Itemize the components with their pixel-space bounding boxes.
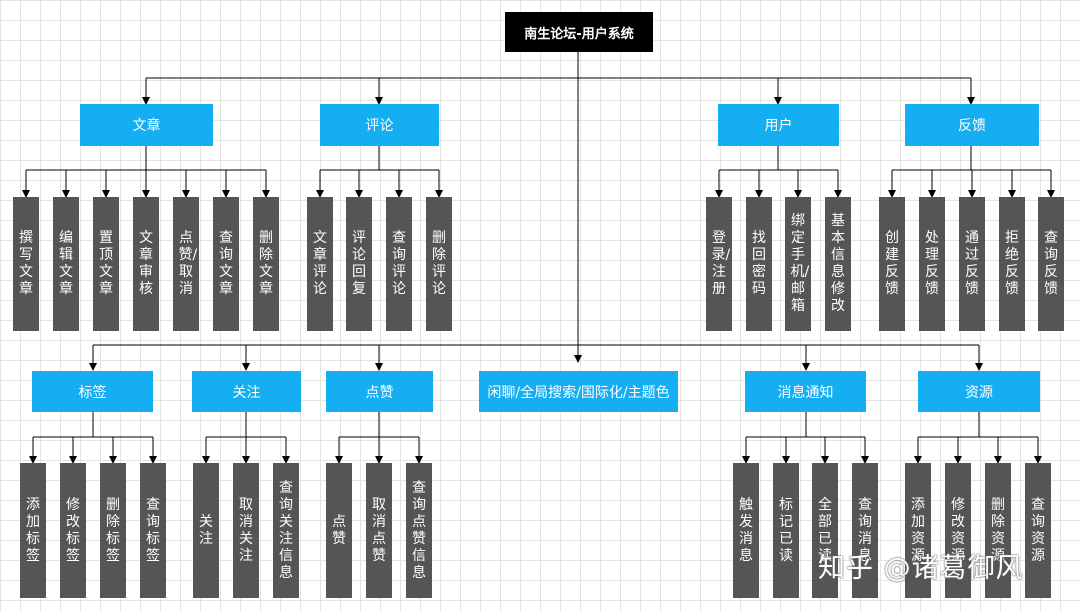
node-label: 删除资源: [991, 496, 1005, 564]
node-label: 查询资源: [1031, 496, 1045, 564]
node-label: 查询标签: [146, 496, 160, 564]
leaf-node: 查询标签: [140, 463, 166, 598]
node-label: 查询反馈: [1044, 230, 1058, 297]
category-node: 闲聊/全局搜索/国际化/主题色: [479, 371, 678, 412]
node-label: 触发消息: [739, 496, 753, 564]
node-label: 查询关注信息: [279, 479, 293, 581]
leaf-node: 全部已读: [812, 463, 838, 598]
leaf-node: 拒绝反馈: [999, 197, 1025, 331]
leaf-node: 添加资源: [905, 463, 931, 598]
leaf-node: 查询评论: [386, 197, 412, 331]
leaf-node: 文章评论: [307, 197, 333, 331]
leaf-node: 修改标签: [60, 463, 86, 598]
category-node: 资源: [918, 371, 1040, 412]
node-label: 编辑文章: [59, 230, 73, 297]
leaf-node: 删除文章: [253, 197, 279, 331]
node-label: 取消关注: [239, 496, 253, 564]
node-label: 修改标签: [66, 496, 80, 564]
node-label: 查询文章: [219, 230, 233, 297]
node-label: 点赞/取消: [178, 230, 198, 297]
leaf-node: 登录/注册: [706, 197, 732, 331]
leaf-node: 创建反馈: [879, 197, 905, 331]
node-label: 查询评论: [392, 230, 406, 297]
leaf-node: 查询反馈: [1038, 197, 1064, 331]
node-label: 创建反馈: [885, 230, 899, 297]
node-label: 删除评论: [432, 230, 446, 297]
leaf-node: 触发消息: [733, 463, 759, 598]
category-node: 消息通知: [745, 371, 866, 412]
node-label: 处理反馈: [925, 230, 939, 297]
category-node: 关注: [192, 371, 301, 412]
leaf-node: 查询消息: [852, 463, 878, 598]
leaf-node: 文章审核: [133, 197, 159, 331]
category-node: 反馈: [905, 104, 1039, 146]
leaf-node: 删除评论: [426, 197, 452, 331]
node-label: 撰写文章: [19, 230, 33, 297]
leaf-node: 取消点赞: [366, 463, 392, 598]
leaf-node: 找回密码: [746, 197, 772, 331]
node-label: 绑定手机/邮箱: [790, 213, 810, 314]
node-label: 全部已读: [818, 496, 832, 564]
leaf-node: 查询点赞信息: [406, 463, 432, 598]
leaf-node: 查询关注信息: [273, 463, 299, 598]
node-label: 关注: [199, 513, 213, 547]
node-label: 文章评论: [313, 230, 327, 297]
leaf-node: 点赞: [326, 463, 352, 598]
leaf-node: 基本信息修改: [825, 197, 851, 331]
leaf-node: 通过反馈: [959, 197, 985, 331]
leaf-node: 查询文章: [213, 197, 239, 331]
node-label: 文章审核: [139, 230, 153, 297]
node-label: 取消点赞: [372, 496, 386, 564]
leaf-node: 取消关注: [233, 463, 259, 598]
leaf-node: 查询资源: [1025, 463, 1051, 598]
node-label: 添加标签: [26, 496, 40, 564]
node-label: 置顶文章: [99, 230, 113, 297]
leaf-node: 编辑文章: [53, 197, 79, 331]
node-label: 删除标签: [106, 496, 120, 564]
root-node: 南生论坛-用户系统: [505, 12, 653, 52]
category-node: 标签: [32, 371, 153, 412]
node-label: 登录/注册: [711, 230, 731, 297]
leaf-node: 添加标签: [20, 463, 46, 598]
leaf-node: 关注: [193, 463, 219, 598]
node-label: 评论回复: [352, 230, 366, 297]
watermark-text: 知乎 @诸葛御风: [818, 553, 1024, 584]
node-label: 标记已读: [779, 496, 793, 564]
node-label: 修改资源: [951, 496, 965, 564]
node-label: 基本信息修改: [831, 213, 845, 314]
node-label: 通过反馈: [965, 230, 979, 297]
node-label: 查询消息: [858, 496, 872, 564]
category-node: 点赞: [326, 371, 433, 412]
leaf-node: 绑定手机/邮箱: [785, 197, 811, 331]
leaf-node: 修改资源: [945, 463, 971, 598]
leaf-node: 删除标签: [100, 463, 126, 598]
category-node: 文章: [80, 104, 213, 146]
leaf-node: 撰写文章: [13, 197, 39, 331]
node-label: 点赞: [332, 513, 346, 547]
leaf-node: 点赞/取消: [173, 197, 199, 331]
node-label: 拒绝反馈: [1005, 230, 1019, 297]
category-node: 用户: [718, 104, 839, 146]
leaf-node: 标记已读: [773, 463, 799, 598]
leaf-node: 评论回复: [346, 197, 372, 331]
leaf-node: 处理反馈: [919, 197, 945, 331]
node-label: 添加资源: [911, 496, 925, 564]
node-label: 删除文章: [259, 230, 273, 297]
node-label: 找回密码: [752, 230, 766, 297]
category-node: 评论: [320, 104, 439, 146]
node-label: 查询点赞信息: [412, 479, 426, 581]
leaf-node: 删除资源: [985, 463, 1011, 598]
leaf-node: 置顶文章: [93, 197, 119, 331]
